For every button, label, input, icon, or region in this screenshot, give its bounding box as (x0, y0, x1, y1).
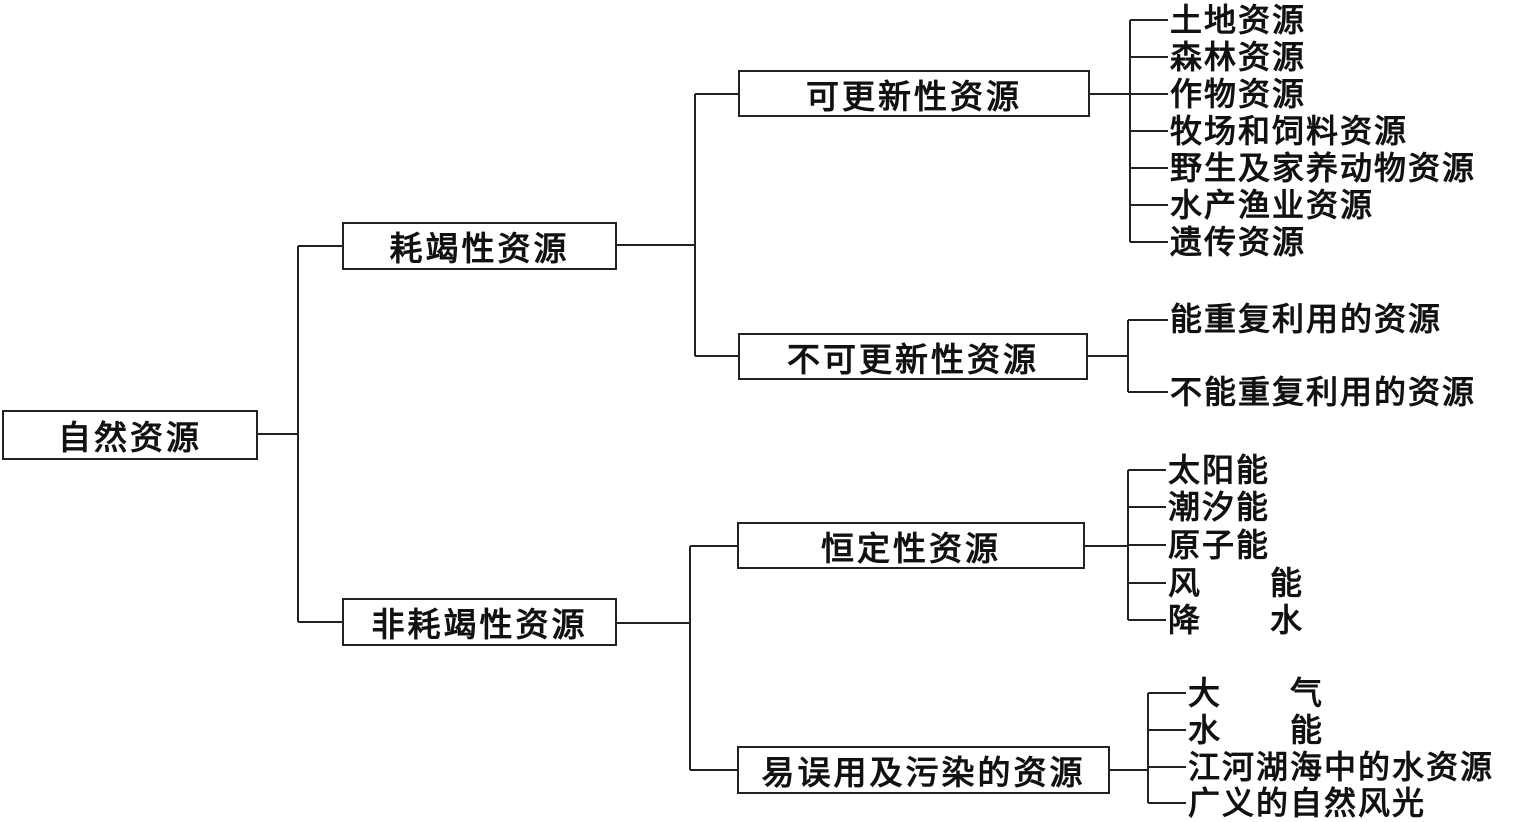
leaf-forest-resources: 森林资源 (1170, 38, 1307, 76)
leaf-water-energy: 水 能 (1188, 711, 1325, 749)
leaf-animal-resources: 野生及家养动物资源 (1170, 149, 1477, 187)
exhaustible-connector (616, 93, 738, 357)
connector-lines (256, 19, 1186, 804)
leaf-atmosphere: 大 气 (1188, 674, 1325, 712)
misusable-connector (1110, 692, 1186, 804)
level2-renewable-node: 可更新性资源 (738, 70, 1090, 117)
leaf-wind-energy: 风 能 (1168, 564, 1305, 602)
level1-inexhaustible-node: 非耗竭性资源 (342, 598, 617, 646)
leaf-genetic-resources: 遗传资源 (1170, 223, 1307, 261)
inexhaustible-connector (616, 545, 737, 771)
leaf-water-bodies: 江河湖海中的水资源 (1188, 748, 1495, 786)
leaf-pasture-resources: 牧场和饲料资源 (1170, 112, 1409, 150)
leaf-crop-resources: 作物资源 (1170, 75, 1307, 113)
level1-exhaustible-node: 耗竭性资源 (342, 222, 617, 270)
leaf-land-resources: 土地资源 (1170, 1, 1307, 39)
leaf-reusable-resources: 能重复利用的资源 (1170, 300, 1443, 338)
leaf-atomic-energy: 原子能 (1168, 526, 1271, 564)
level2-misusable-node: 易误用及污染的资源 (737, 746, 1110, 794)
renewable-connector (1090, 19, 1168, 243)
leaf-natural-scenery: 广义的自然风光 (1188, 784, 1427, 822)
leaf-fishery-resources: 水产渔业资源 (1170, 186, 1375, 224)
leaf-solar-energy: 太阳能 (1168, 451, 1271, 489)
nonrenewable-connector (1087, 319, 1168, 393)
root-node: 自然资源 (2, 410, 258, 460)
leaf-tidal-energy: 潮汐能 (1168, 488, 1271, 526)
constant-connector (1085, 469, 1166, 621)
level2-nonrenewable-node: 不可更新性资源 (738, 333, 1088, 380)
leaf-precipitation: 降 水 (1168, 601, 1305, 639)
level2-constant-node: 恒定性资源 (737, 522, 1085, 569)
root-connector (256, 245, 342, 623)
leaf-nonreusable-resources: 不能重复利用的资源 (1170, 373, 1477, 411)
